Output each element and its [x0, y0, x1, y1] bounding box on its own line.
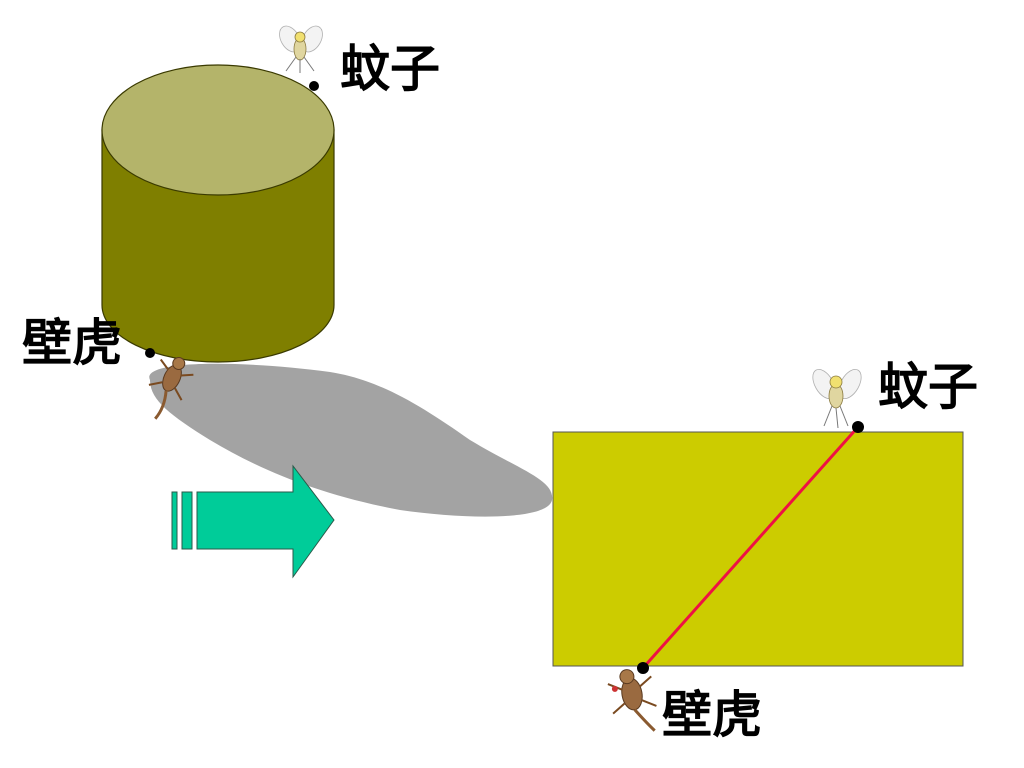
gecko-icon [148, 356, 194, 420]
gecko-label-bottom: 壁虎 [662, 686, 762, 744]
cylinder-top [101, 64, 335, 196]
mosquito-point-cylinder [309, 81, 319, 91]
unrolled-rectangle [552, 431, 964, 667]
mosquito-label-right: 蚊子 [878, 358, 978, 416]
gecko-point-rectangle [637, 662, 649, 674]
mosquito-point-rectangle [852, 421, 864, 433]
mosquito-icon [812, 369, 862, 429]
gecko-icon [607, 669, 657, 732]
shortest-path-line [641, 426, 860, 669]
cylinder [101, 64, 335, 363]
mosquito-icon [279, 25, 323, 73]
cylinder-body [101, 129, 335, 363]
gecko-label-left: 壁虎 [22, 314, 122, 372]
mosquito-label-top: 蚊子 [340, 40, 440, 98]
right-arrow-icon [171, 464, 335, 579]
cylinder-shadow [149, 363, 553, 517]
gecko-point-cylinder [145, 348, 155, 358]
